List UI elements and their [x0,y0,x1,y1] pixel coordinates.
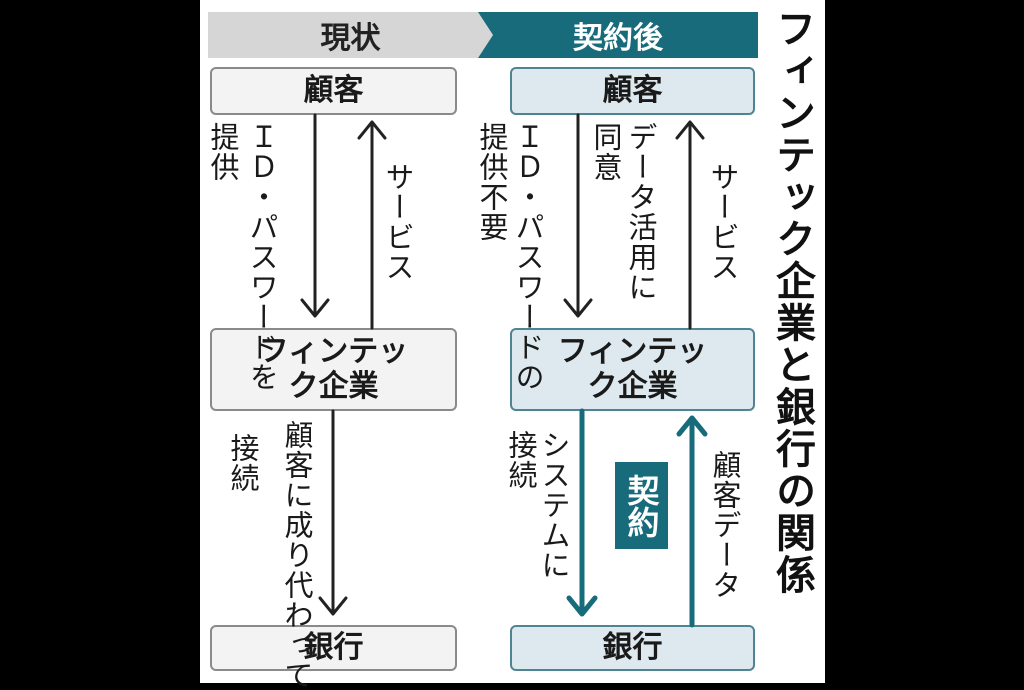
after-customer-box: 顧客 [510,67,755,115]
current-service-label: サービス [381,162,415,282]
current-id-arrow-down [300,113,330,318]
after-customer-data-arrow-up [676,415,708,628]
current-connect-label-2: 接続 [226,433,260,493]
after-id-label-1: ＩＤ・パスワードの [511,122,545,392]
header-current: 現状 [208,12,493,58]
contract-badge: 契約 [615,462,668,549]
current-id-label-2: 提供 [206,122,240,182]
after-system-label-1: システムに [537,430,571,580]
current-fintech-box: フィンテック企業 [210,328,457,411]
current-connect-label-1: 顧客に成り代わって [280,420,314,690]
current-id-label-1: ＩＤ・パスワードを [245,122,279,392]
current-connect-arrow-down [318,409,348,616]
diagram-title: フィンテック企業と銀行の関係 [769,8,815,596]
after-consent-label-2: 同意 [589,122,623,182]
after-fintech-box: フィンテック企業 [510,328,755,411]
header-after-contract: 契約後 [478,12,758,58]
after-id-label-2: 提供不要 [475,122,509,242]
after-system-label-2: 接続 [504,430,538,490]
after-bank-box: 銀行 [510,625,755,671]
after-system-arrow-down [566,408,598,617]
after-service-label: サービス [706,162,740,282]
after-consent-label-1: データ活用に [624,122,658,302]
after-customer-data-label: 顧客データ [708,450,742,600]
after-id-arrow-down [563,113,593,318]
after-service-arrow-up [675,120,705,330]
current-customer-box: 顧客 [210,67,457,115]
current-bank-box: 銀行 [210,625,457,671]
current-service-arrow-up [357,120,387,330]
